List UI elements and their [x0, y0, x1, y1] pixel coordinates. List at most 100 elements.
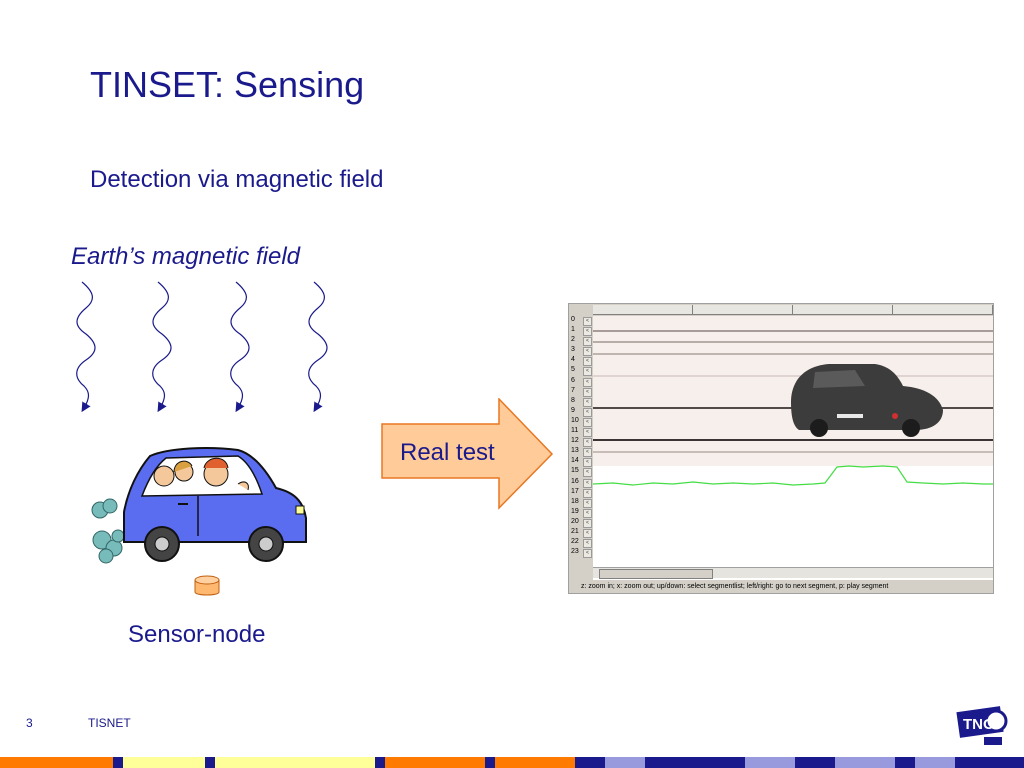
car-with-passengers-icon [91, 447, 307, 564]
tno-logo-icon: TNO [956, 706, 1008, 745]
segment-header [593, 305, 993, 315]
sensor-node-label: Sensor-node [128, 621, 266, 648]
segment-row-number: 10 [571, 416, 579, 424]
segment-row-list: 0<1<2<3<4<5<6<7<8<9<10<11<12<13<14<15<16… [569, 316, 593, 559]
segment-select-button[interactable]: < [583, 317, 592, 326]
scrollbar-thumb[interactable] [599, 569, 713, 579]
segment-select-button[interactable]: < [583, 407, 592, 417]
segment-select-button[interactable]: < [583, 448, 592, 458]
segment-row[interactable]: 23 < [569, 548, 593, 559]
magnetic-field-lines [76, 281, 328, 413]
segment-row-number: 4 [571, 356, 575, 364]
segment-row[interactable]: 22 < [569, 538, 593, 549]
signal-plot [592, 316, 993, 486]
earth-field-label: Earth’s magnetic field [71, 243, 301, 270]
segment-select-button[interactable]: < [583, 367, 592, 377]
segment-select-button[interactable]: < [583, 528, 592, 538]
segment-row[interactable]: 7< [569, 387, 593, 397]
header-cell [593, 305, 693, 315]
segment-row-number: 1 [571, 326, 575, 334]
segment-row[interactable]: 13 < [569, 447, 593, 458]
segment-select-button[interactable]: < [583, 337, 592, 347]
segment-select-button[interactable]: < [583, 438, 592, 448]
segment-select-button[interactable]: < [583, 458, 592, 468]
segment-row[interactable]: 12 < [569, 437, 593, 448]
header-cell [893, 305, 993, 315]
segment-row-number: 15 [571, 467, 579, 475]
segment-row[interactable]: 6< [569, 377, 593, 387]
segment-select-button[interactable]: < [583, 428, 592, 438]
segment-row-number: 7 [571, 386, 575, 394]
segment-select-button[interactable]: < [583, 397, 592, 407]
analysis-tool-screenshot: 0<1<2<3<4<5<6<7<8<9<10<11<12<13<14<15<16… [568, 303, 994, 594]
segment-row-number: 8 [571, 396, 575, 404]
segment-select-button[interactable]: < [583, 539, 592, 549]
segment-select-button[interactable]: < [583, 387, 592, 397]
signal-canvas [592, 316, 993, 580]
segment-row[interactable]: 20 < [569, 518, 593, 528]
segment-row[interactable]: 2< [569, 336, 593, 347]
slide-subtitle: Detection via magnetic field [90, 166, 384, 193]
segment-row-number: 22 [571, 538, 579, 546]
segment-row[interactable]: 17 < [569, 488, 593, 498]
horizontal-scrollbar[interactable] [593, 567, 993, 579]
segment-row-number: 19 [571, 507, 579, 515]
segment-row[interactable]: 5< [569, 366, 593, 377]
segment-row[interactable]: 9< [569, 407, 593, 417]
segment-select-button[interactable]: < [583, 357, 592, 367]
segment-row-number: 12 [571, 437, 579, 445]
segment-row[interactable]: 15 < [569, 467, 593, 478]
segment-row[interactable]: 21 < [569, 528, 593, 538]
segment-select-button[interactable]: < [583, 508, 592, 518]
segment-row-number: 13 [571, 447, 579, 455]
segment-row-number: 11 [571, 427, 579, 435]
segment-row-number: 0 [571, 316, 575, 323]
segment-row[interactable]: 11 < [569, 427, 593, 438]
wavy-field-line-icon [152, 281, 172, 413]
segment-row-number: 14 [571, 457, 579, 465]
segment-select-button[interactable]: < [583, 377, 592, 387]
header-cell [793, 305, 893, 315]
real-test-arrow [381, 398, 554, 510]
segment-select-button[interactable]: < [583, 518, 592, 528]
segment-row[interactable]: 8< [569, 397, 593, 407]
segment-row-number: 2 [571, 336, 575, 344]
logo-text: TNO [963, 716, 995, 733]
footer-color-bar [0, 757, 1024, 768]
wavy-field-line-icon [308, 281, 328, 413]
slide-title: TINSET: Sensing [90, 64, 365, 105]
tool-status-bar: z: zoom in; x: zoom out; up/down: select… [581, 583, 889, 590]
segment-select-button[interactable]: < [583, 488, 592, 498]
segment-select-button[interactable]: < [583, 468, 592, 478]
magnetic-signal-trace [592, 465, 993, 486]
segment-row[interactable]: 1< [569, 326, 593, 337]
segment-row-number: 20 [571, 517, 579, 525]
segment-row[interactable]: 0< [569, 316, 593, 326]
segment-select-button[interactable]: < [583, 417, 592, 427]
segment-row[interactable]: 10 < [569, 417, 593, 427]
segment-row-number: 18 [571, 497, 579, 505]
segment-row-number: 6 [571, 376, 575, 384]
segment-row-number: 21 [571, 527, 579, 535]
segment-row[interactable]: 16< [569, 478, 593, 488]
segment-select-button[interactable]: < [583, 549, 592, 559]
sensor-node-icon [194, 575, 220, 596]
wavy-field-line-icon [230, 281, 250, 413]
segment-row-number: 17 [571, 487, 579, 495]
wavy-field-line-icon [76, 281, 96, 413]
segment-row-number: 9 [571, 406, 575, 414]
segment-select-button[interactable]: < [583, 498, 592, 508]
segment-row[interactable]: 18 < [569, 498, 593, 508]
page-number: 3 [26, 716, 33, 730]
segment-row-number: 5 [571, 366, 575, 374]
segment-row-number: 3 [571, 346, 575, 354]
segment-select-button[interactable]: < [583, 478, 592, 488]
header-cell [693, 305, 793, 315]
segment-row[interactable]: 4< [569, 356, 593, 367]
segment-select-button[interactable]: < [583, 347, 592, 357]
segment-row[interactable]: 14 < [569, 457, 593, 468]
segment-row-number: 23 [571, 548, 579, 556]
segment-row[interactable]: 19 < [569, 508, 593, 518]
segment-row[interactable]: 3< [569, 346, 593, 357]
segment-select-button[interactable]: < [583, 327, 592, 337]
